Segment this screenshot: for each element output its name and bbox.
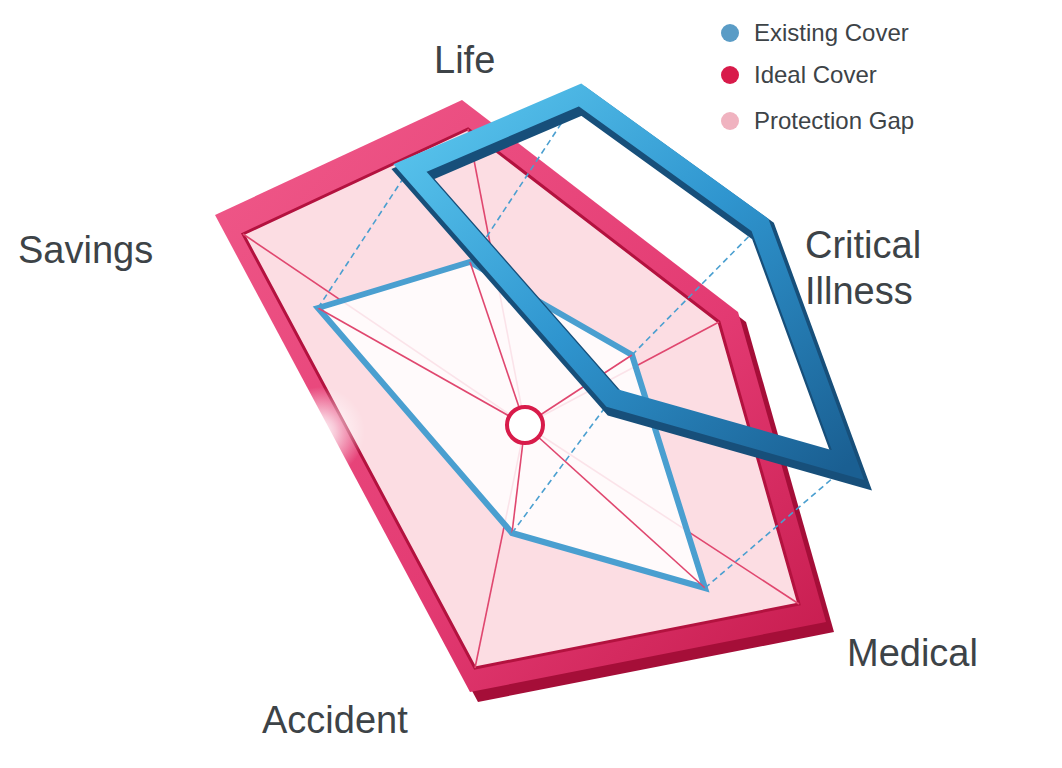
axis-label: Life [434, 37, 574, 83]
legend-entry: Protection Gap [721, 106, 914, 136]
legend-text: Protection Gap [754, 106, 914, 136]
axis-label: Accident [262, 697, 482, 743]
legend-swatch [721, 66, 739, 84]
center-ring [507, 407, 543, 443]
legend-entry: Existing Cover [721, 18, 909, 48]
legend-swatch [721, 24, 739, 42]
existing-cover-frame [410, 95, 848, 465]
ideal-cover-frame [215, 100, 826, 692]
axis-label: Savings [18, 227, 218, 273]
light-glare [275, 387, 365, 477]
axis-label: Critical Illness [805, 222, 970, 314]
legend-text: Ideal Cover [754, 60, 877, 90]
legend-text: Existing Cover [754, 18, 909, 48]
axis-label: Medical [847, 630, 1047, 676]
legend-entry: Ideal Cover [721, 60, 877, 90]
legend-swatch [721, 112, 739, 130]
